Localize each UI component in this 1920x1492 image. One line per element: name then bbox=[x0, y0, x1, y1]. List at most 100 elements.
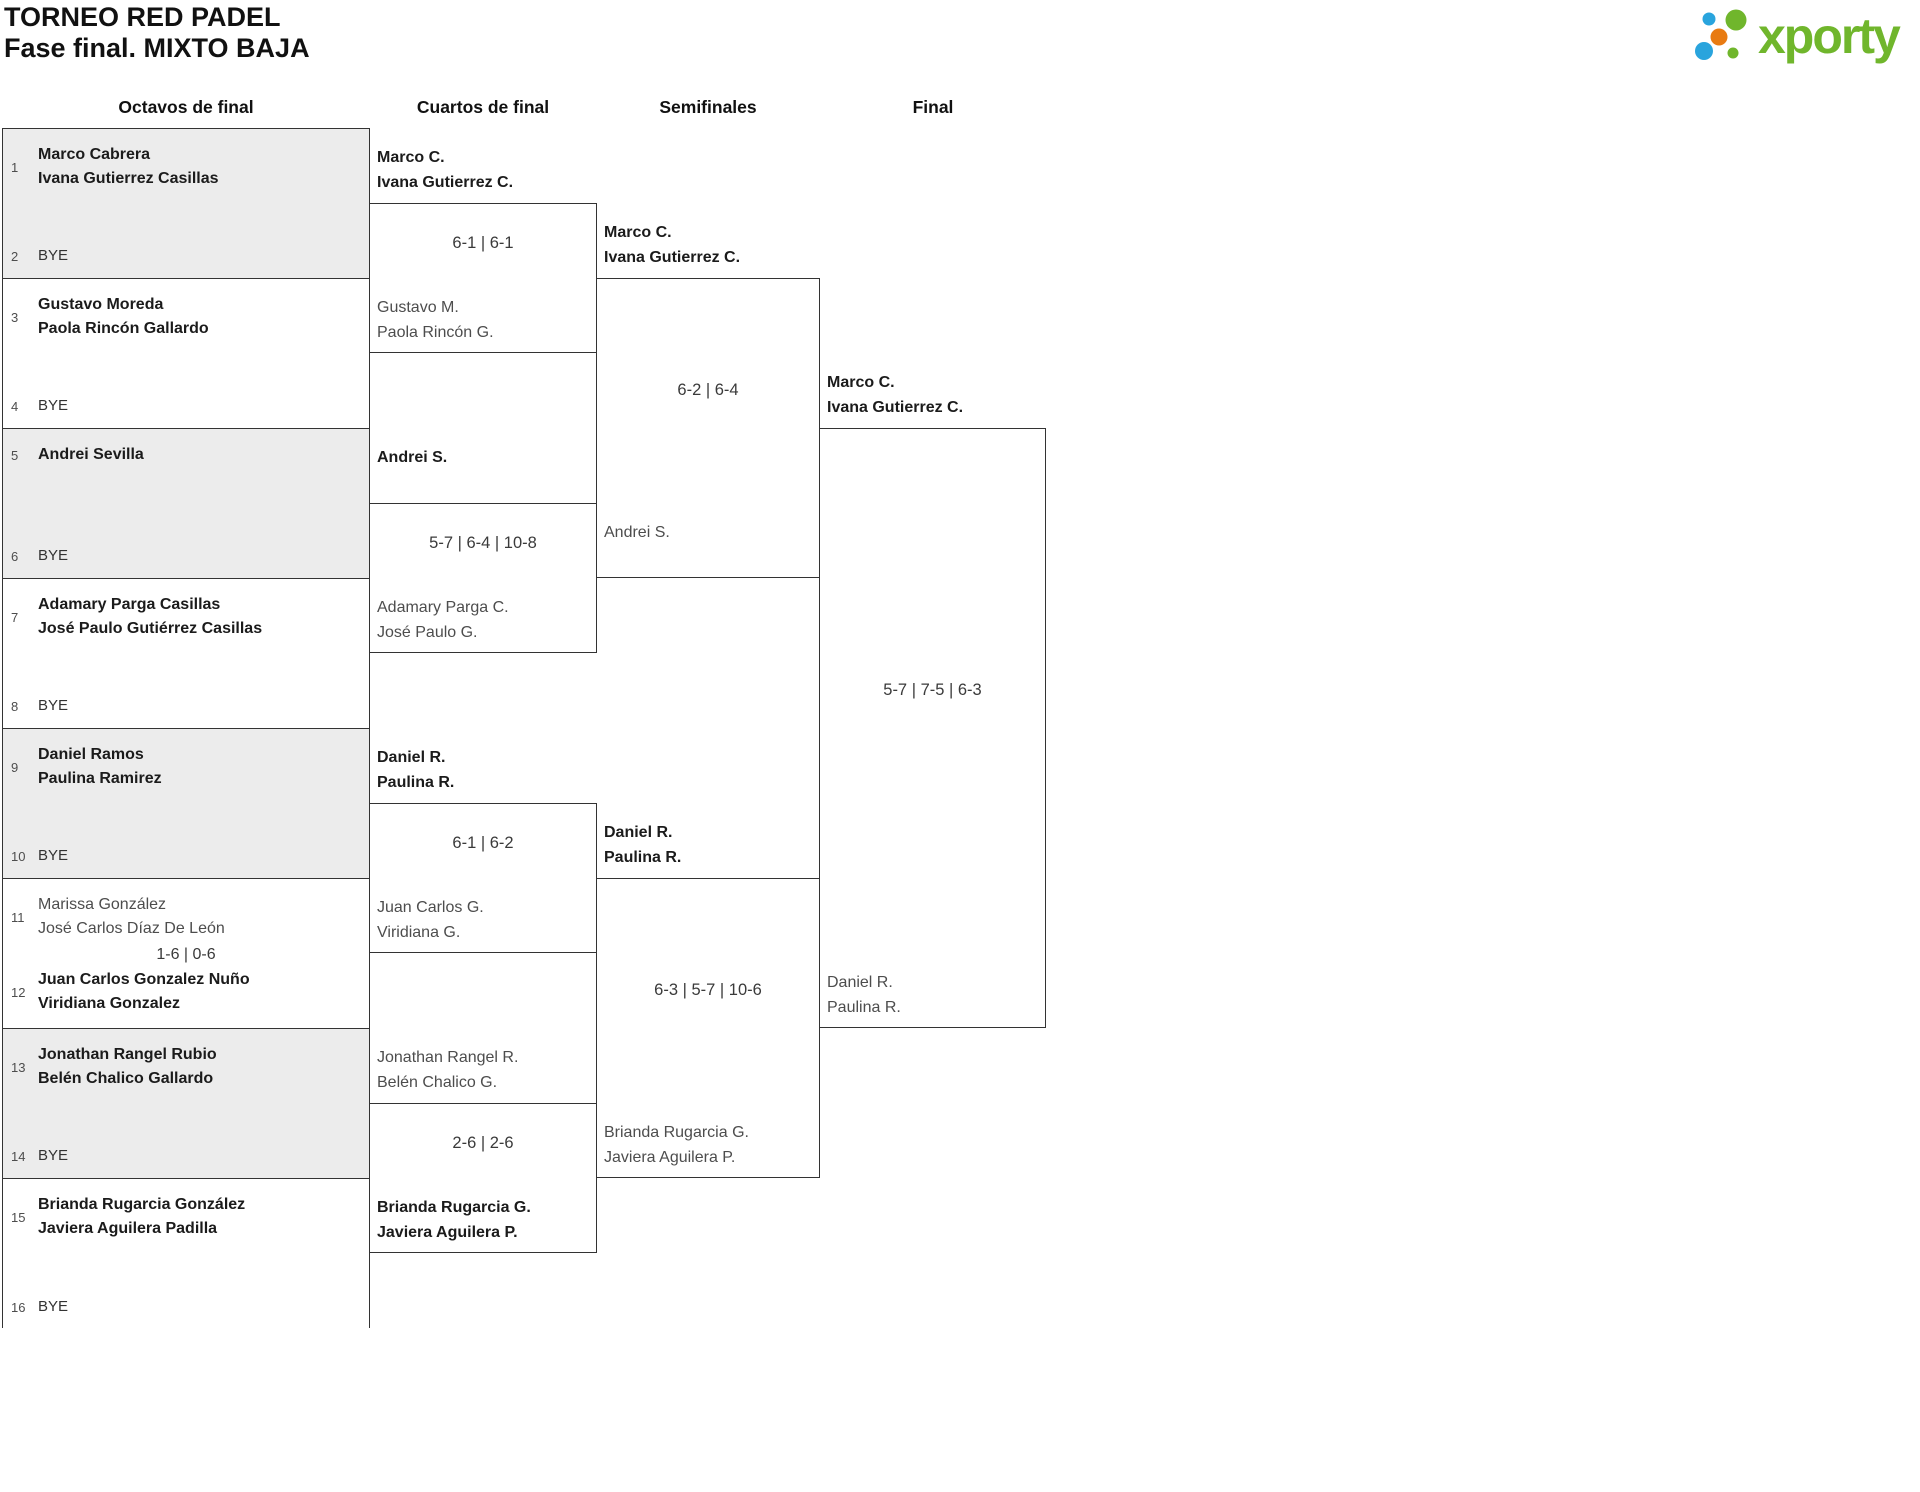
team-name-line: Marissa González bbox=[38, 896, 167, 913]
bye-label: BYE bbox=[38, 697, 69, 714]
bye-label: BYE bbox=[38, 547, 69, 564]
team-name-line: Paulina Ramirez bbox=[38, 770, 162, 787]
score-label: 1-6 | 0-6 bbox=[156, 945, 216, 963]
bye-entry: 6 BYE bbox=[11, 546, 361, 566]
team-name-line: Paulina R. bbox=[377, 774, 455, 791]
team-name-line: Viridiana Gonzalez bbox=[38, 995, 180, 1012]
team-name-line: Juan Carlos Gonzalez Nuño bbox=[38, 971, 250, 988]
score-label: 6-2 | 6-4 bbox=[677, 381, 739, 399]
seed-number: 12 bbox=[11, 984, 26, 1000]
bye-label: BYE bbox=[38, 397, 69, 414]
team-name-line: Juan Carlos G. bbox=[377, 899, 484, 916]
team-name-line: Jonathan Rangel Rubio bbox=[38, 1046, 217, 1063]
logo-dots-icon bbox=[1695, 9, 1747, 60]
team-name-line: Jonathan Rangel R. bbox=[377, 1049, 519, 1066]
seed-number: 3 bbox=[11, 309, 19, 325]
team-label: Juan Carlos G. Viridiana G. bbox=[377, 895, 592, 945]
team-name-line: Marco C. bbox=[377, 149, 445, 166]
bye-entry: 4 BYE bbox=[11, 396, 361, 416]
bye-label: BYE bbox=[38, 247, 69, 264]
team-name-line: José Carlos Díaz De León bbox=[38, 920, 225, 937]
seed-number: 5 bbox=[11, 447, 19, 463]
round-header-octavos: Octavos de final bbox=[118, 97, 254, 117]
score-label: 6-1 | 6-1 bbox=[452, 234, 514, 252]
team-name-line: Belén Chalico G. bbox=[377, 1074, 498, 1091]
seed-number: 9 bbox=[11, 759, 19, 775]
bye-entry: 16 BYE bbox=[11, 1297, 361, 1317]
team-name-line: Ivana Gutierrez C. bbox=[827, 399, 964, 416]
seed-number: 6 bbox=[11, 548, 19, 564]
score-label: 6-1 | 6-2 bbox=[452, 834, 514, 852]
team-name-line: Ivana Gutierrez C. bbox=[377, 174, 514, 191]
score-label: 5-7 | 7-5 | 6-3 bbox=[883, 681, 982, 699]
team-name-line: Brianda Rugarcia G. bbox=[604, 1124, 749, 1141]
team-name-line: Javiera Aguilera P. bbox=[604, 1149, 736, 1166]
bye-entry: 10 BYE bbox=[11, 846, 361, 866]
team-name-line: Andrei S. bbox=[377, 449, 448, 466]
team-name-line: Viridiana G. bbox=[377, 924, 461, 941]
team-label: Marco C. Ivana Gutierrez C. bbox=[604, 220, 819, 270]
team-name-line: Ivana Gutierrez C. bbox=[604, 249, 741, 266]
xporty-logo[interactable]: xporty bbox=[1690, 2, 1920, 70]
team-name-line: Brianda Rugarcia G. bbox=[377, 1199, 531, 1216]
bye-label: BYE bbox=[38, 1298, 69, 1315]
team-name-line: Marco C. bbox=[604, 224, 672, 241]
team-name-line: Paulina R. bbox=[604, 849, 682, 866]
bye-label: BYE bbox=[38, 1147, 69, 1164]
team-name-line: Gustavo M. bbox=[377, 299, 459, 316]
score-label: 5-7 | 6-4 | 10-8 bbox=[429, 534, 537, 552]
seed-number: 1 bbox=[11, 159, 19, 175]
team-label: Daniel R. Paulina R. bbox=[377, 745, 592, 795]
tournament-title-block: TORNEO RED PADEL Fase final. MIXTO BAJA bbox=[4, 2, 310, 64]
team-name-line: Andrei Sevilla bbox=[38, 446, 144, 463]
team-name-line: Daniel R. bbox=[604, 824, 673, 841]
team-name-line: Adamary Parga Casillas bbox=[38, 596, 221, 613]
team-label: Daniel R. Paulina R. bbox=[604, 820, 819, 870]
match-box-cuartos-2: 5-7 | 6-4 | 10-8 bbox=[369, 503, 597, 653]
team-label: Andrei S. bbox=[604, 520, 819, 570]
seed-number: 2 bbox=[11, 248, 19, 264]
team-name-line: Paola Rincón G. bbox=[377, 324, 494, 341]
team-name-line: Andrei S. bbox=[604, 524, 670, 541]
team-name-line: Daniel R. bbox=[377, 749, 446, 766]
team-name-line: Marco Cabrera bbox=[38, 146, 151, 163]
round-header-semifinales: Semifinales bbox=[659, 97, 757, 117]
team-entry: 5 Andrei Sevilla bbox=[11, 443, 361, 467]
team-name-line: José Paulo G. bbox=[377, 624, 478, 641]
team-label: Marco C. Ivana Gutierrez C. bbox=[377, 145, 592, 195]
bye-entry: 14 BYE bbox=[11, 1146, 361, 1166]
team-label: Brianda Rugarcia G. Javiera Aguilera P. bbox=[377, 1195, 592, 1245]
team-label: Brianda Rugarcia G. Javiera Aguilera P. bbox=[604, 1120, 819, 1170]
team-name-line: Belén Chalico Gallardo bbox=[38, 1070, 214, 1087]
seed-number: 7 bbox=[11, 609, 19, 625]
team-name-line: Daniel Ramos bbox=[38, 746, 144, 763]
tournament-subtitle: Fase final. MIXTO BAJA bbox=[4, 33, 310, 63]
match-box-cuartos-4: 2-6 | 2-6 bbox=[369, 1103, 597, 1253]
bye-entry: 8 BYE bbox=[11, 696, 361, 716]
team-label: Adamary Parga C. José Paulo G. bbox=[377, 595, 592, 645]
team-name-line: Adamary Parga C. bbox=[377, 599, 509, 616]
score-label: 6-3 | 5-7 | 10-6 bbox=[654, 981, 762, 999]
logo-wordmark: xporty bbox=[1758, 8, 1901, 64]
match-box-semifinal-2: 6-3 | 5-7 | 10-6 bbox=[596, 878, 820, 1178]
team-name-line: Javiera Aguilera P. bbox=[377, 1224, 518, 1241]
round-header-final: Final bbox=[912, 97, 954, 117]
team-name-line: José Paulo Gutiérrez Casillas bbox=[38, 620, 263, 637]
team-label: Daniel R. Paulina R. bbox=[827, 970, 1042, 1020]
team-label: Marco C. Ivana Gutierrez C. bbox=[827, 370, 1042, 420]
team-label: Gustavo M. Paola Rincón G. bbox=[377, 295, 592, 345]
seed-number: 16 bbox=[11, 1299, 26, 1315]
